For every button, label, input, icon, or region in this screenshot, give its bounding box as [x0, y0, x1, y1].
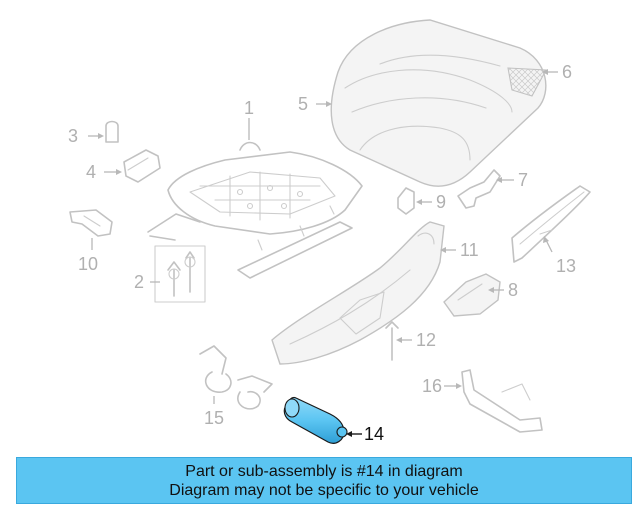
part-1-seat-frame — [147, 141, 363, 279]
banner-line-2: Diagram may not be specific to your vehi… — [169, 481, 479, 499]
part-12-pin — [385, 321, 399, 361]
part-4-connector — [123, 149, 161, 183]
callout-7: 7 — [518, 170, 528, 190]
part-15-harness-clips — [199, 345, 273, 410]
info-banner: Part or sub-assembly is #14 in diagram D… — [16, 457, 632, 504]
callout-4: 4 — [86, 162, 96, 182]
parts-diagram: 1 2 3 4 5 6 7 8 9 10 11 12 13 14 15 16 — [68, 19, 591, 444]
callout-16: 16 — [422, 376, 442, 396]
callout-3: 3 — [68, 126, 78, 146]
callout-15: 15 — [204, 408, 224, 428]
part-7-bracket — [457, 169, 501, 209]
part-16-bracket-plate — [461, 369, 543, 433]
callout-2: 2 — [134, 272, 144, 292]
callout-6: 6 — [562, 62, 572, 82]
callout-8: 8 — [508, 280, 518, 300]
callout-14: 14 — [364, 424, 384, 444]
part-2-screws — [154, 245, 206, 303]
callout-5: 5 — [298, 94, 308, 114]
part-10-bracket — [69, 209, 113, 237]
part-3-cap — [105, 120, 119, 143]
callout-12: 12 — [416, 330, 436, 350]
callout-13: 13 — [556, 256, 576, 276]
part-11-side-shield — [271, 221, 445, 365]
callout-1: 1 — [244, 98, 254, 118]
callout-11: 11 — [460, 240, 479, 260]
callout-9: 9 — [436, 192, 446, 212]
parts-diagram-svg: 1 2 3 4 5 6 7 8 9 10 11 12 13 14 15 16 — [68, 19, 591, 444]
part-14-highlighted — [283, 396, 348, 444]
callout-10: 10 — [78, 254, 98, 274]
part-13-side-rail — [511, 185, 591, 263]
banner-line-1: Part or sub-assembly is #14 in diagram — [185, 462, 463, 480]
part-5-seat-cushion — [330, 19, 547, 187]
part-8-knob — [443, 273, 501, 317]
leader-lines — [88, 69, 558, 437]
part-9-clip — [397, 187, 415, 215]
